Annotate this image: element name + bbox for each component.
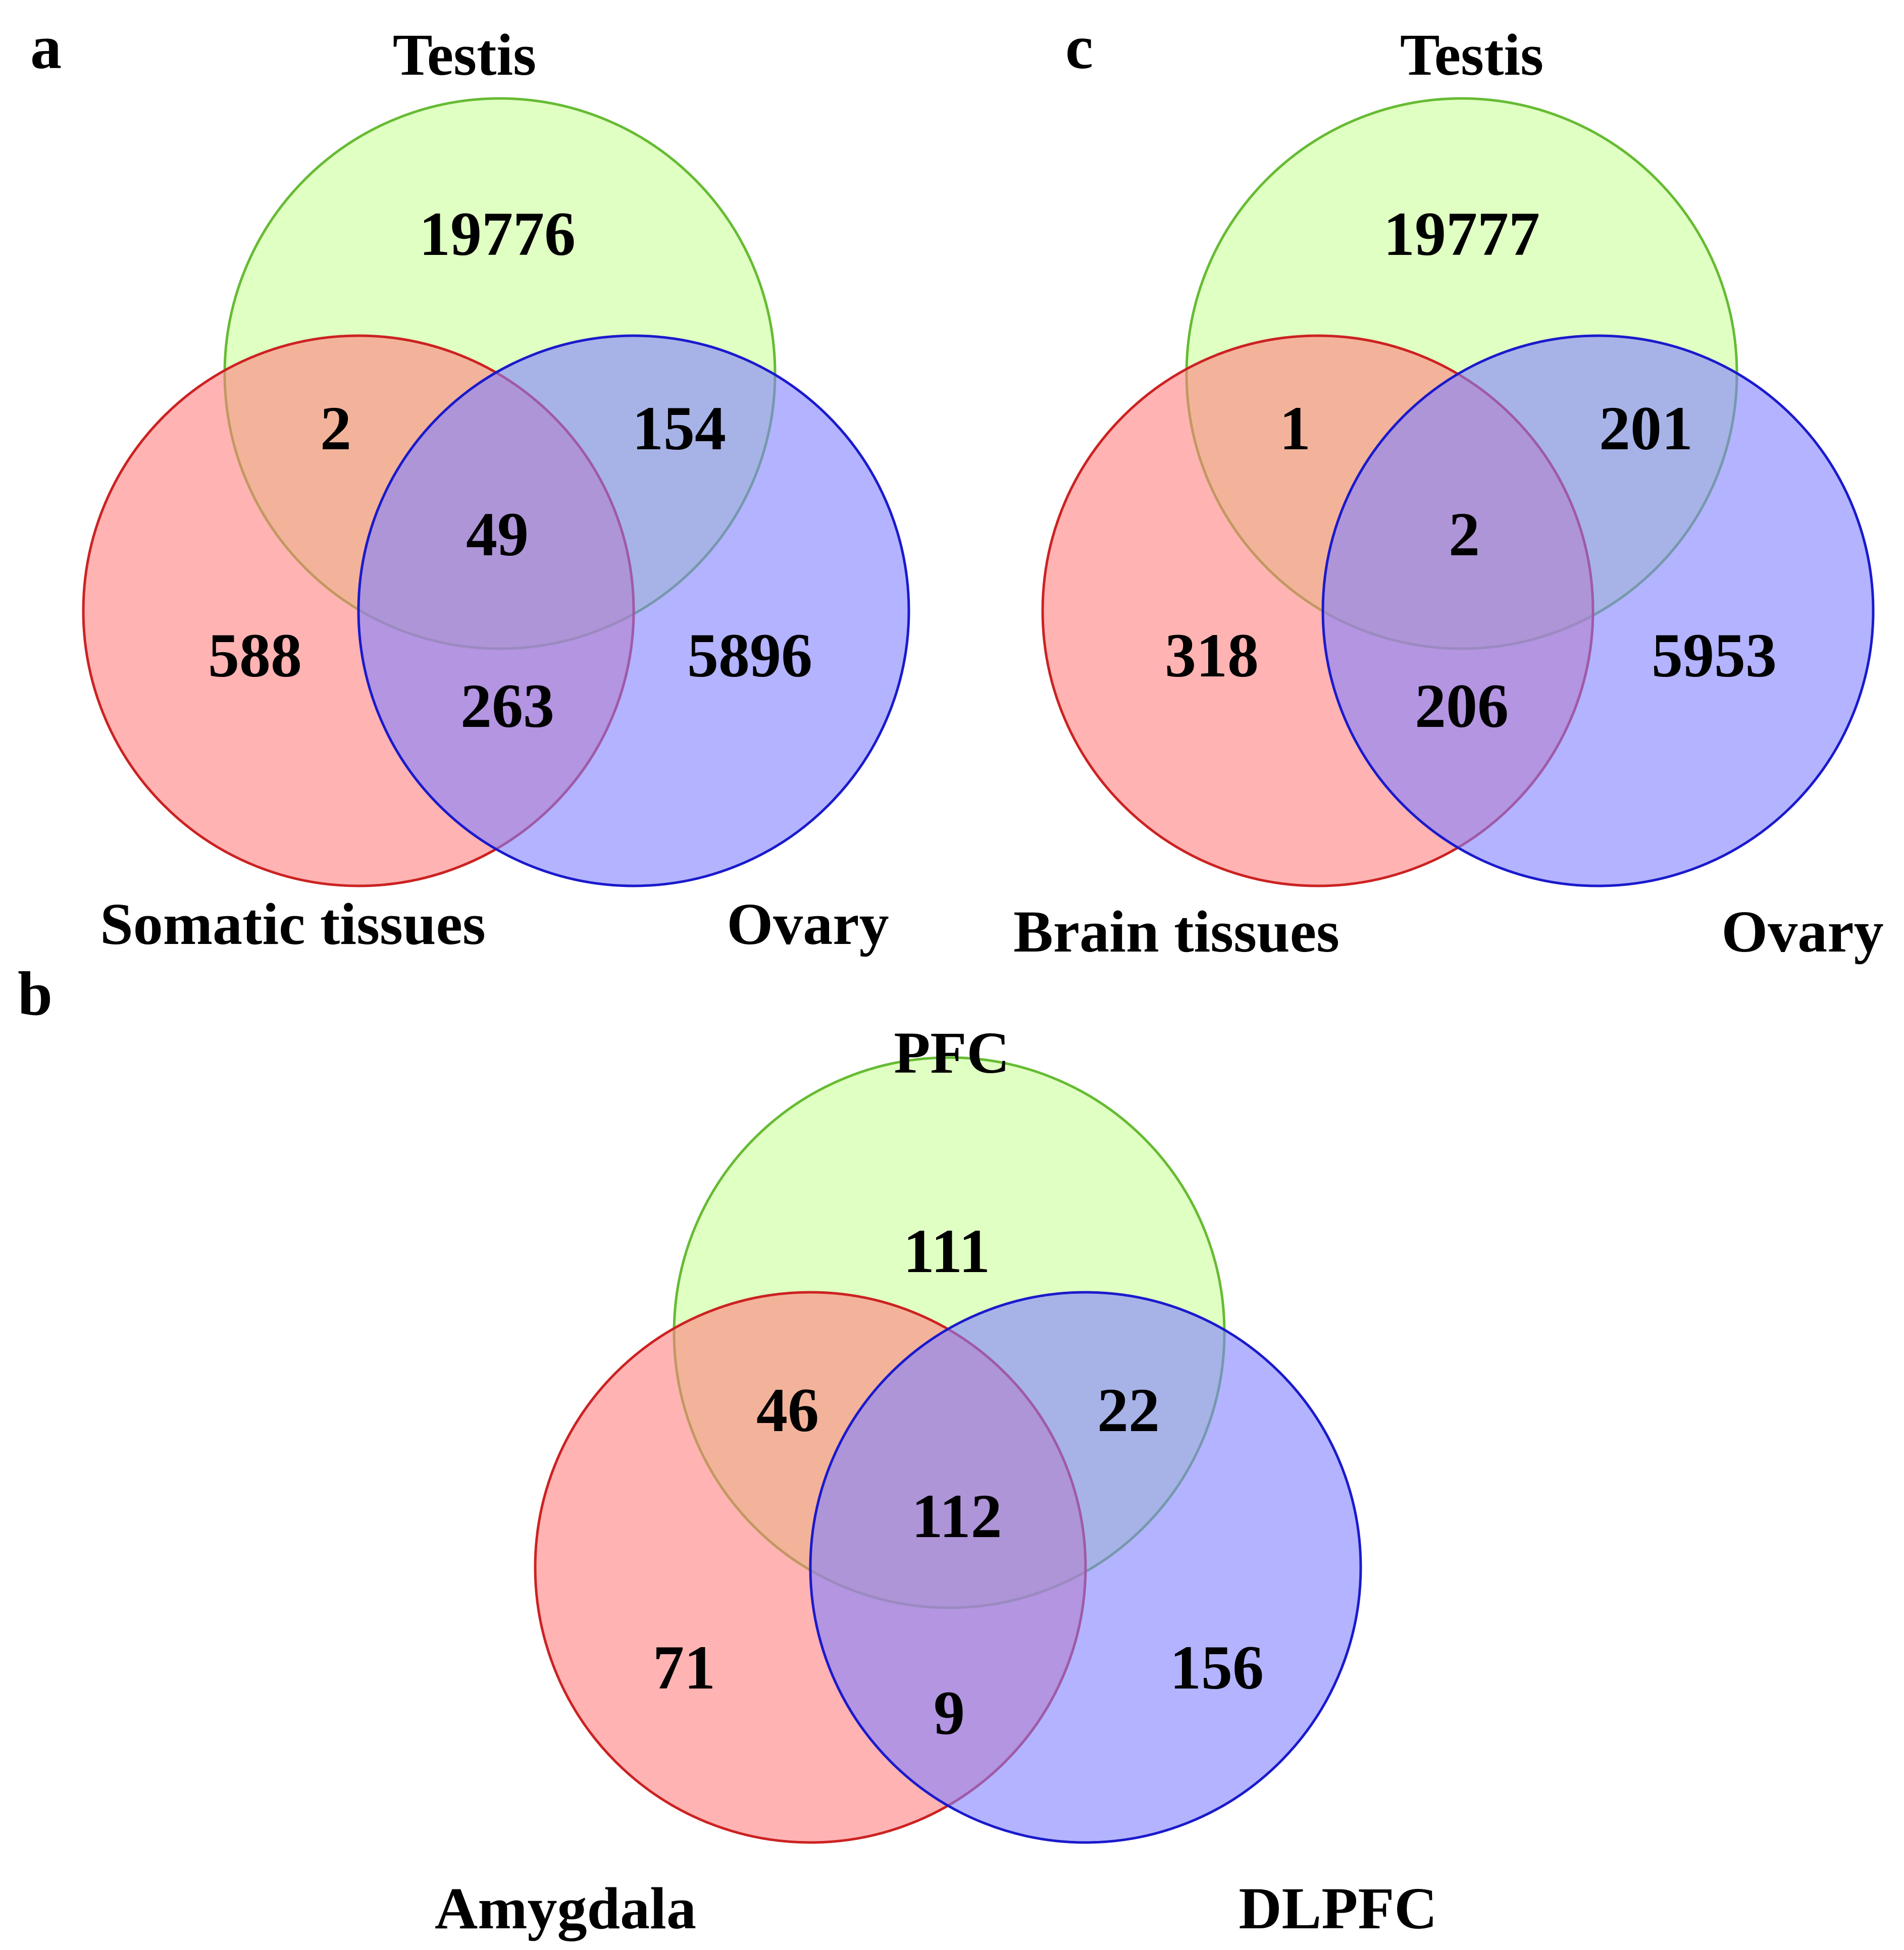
set-label-somatic-tissues: Somatic tissues bbox=[100, 891, 486, 957]
region-count-brain-only: 318 bbox=[1165, 621, 1259, 690]
panel-b: b PFC Amygdala DLPFC 111 46 22 112 71 9 … bbox=[18, 959, 1437, 1941]
region-count-testis-ovary: 154 bbox=[632, 394, 726, 463]
region-count-testis-somatic: 2 bbox=[320, 394, 351, 463]
region-count-pfc-only: 111 bbox=[903, 1217, 990, 1286]
region-count-dlpfc-only: 156 bbox=[1170, 1633, 1264, 1702]
panel-letter-b: b bbox=[18, 959, 53, 1028]
region-count-testis-ovary: 201 bbox=[1599, 394, 1693, 463]
region-count-amygdala-dlpfc: 9 bbox=[934, 1678, 965, 1748]
set-label-pfc: PFC bbox=[894, 1020, 1009, 1086]
region-count-pfc-amygdala: 46 bbox=[756, 1376, 819, 1445]
set-label-testis: Testis bbox=[1400, 22, 1543, 88]
region-count-testis-only: 19776 bbox=[419, 199, 576, 269]
region-count-somatic-ovary: 263 bbox=[460, 671, 554, 741]
circle-ovary bbox=[357, 334, 910, 887]
region-count-amygdala-only: 71 bbox=[653, 1633, 715, 1702]
set-label-testis: Testis bbox=[393, 22, 536, 88]
region-count-somatic-only: 588 bbox=[208, 621, 302, 690]
set-label-amygdala: Amygdala bbox=[435, 1875, 696, 1941]
panel-a: a Testis Somatic tissues Ovary 19776 2 1… bbox=[30, 13, 910, 957]
set-label-brain-tissues: Brain tissues bbox=[1013, 899, 1340, 965]
circle-ovary bbox=[1321, 334, 1875, 887]
set-label-dlpfc: DLPFC bbox=[1239, 1875, 1437, 1941]
panel-c: c Testis Brain tissues Ovary 19777 1 201… bbox=[1013, 13, 1884, 965]
region-count-all-three: 112 bbox=[911, 1482, 1002, 1551]
region-count-all-three: 49 bbox=[466, 500, 529, 569]
region-count-all-three: 2 bbox=[1449, 500, 1480, 569]
set-label-ovary: Ovary bbox=[727, 891, 889, 957]
circle-dlpfc bbox=[809, 1291, 1362, 1844]
region-count-pfc-dlpfc: 22 bbox=[1097, 1376, 1160, 1445]
region-count-testis-only: 19777 bbox=[1383, 199, 1540, 269]
panel-letter-a: a bbox=[30, 13, 62, 82]
region-count-ovary-only: 5953 bbox=[1652, 621, 1777, 690]
panel-letter-c: c bbox=[1065, 13, 1093, 82]
region-count-ovary-only: 5896 bbox=[687, 621, 812, 690]
set-label-ovary: Ovary bbox=[1721, 899, 1883, 965]
region-count-brain-ovary: 206 bbox=[1415, 671, 1509, 741]
region-count-testis-brain: 1 bbox=[1279, 394, 1311, 463]
